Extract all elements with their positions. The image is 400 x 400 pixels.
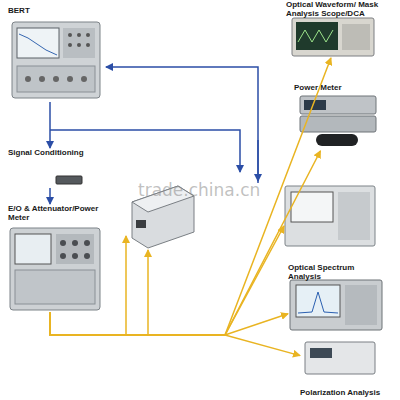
instrument-label: Power Meter <box>294 83 382 92</box>
osa-instrument <box>290 280 382 330</box>
instrument-label: Signal Conditioning <box>8 148 88 157</box>
keypad <box>63 28 95 58</box>
optical-wire <box>125 236 127 335</box>
watermark: trade.china.cn <box>138 180 260 200</box>
eo-instrument <box>10 228 100 310</box>
polarization-instrument <box>305 342 375 374</box>
optical-connector <box>50 58 331 335</box>
instrument-node: E/O & Attenuator/Power Meter <box>8 204 104 312</box>
signal-connector <box>49 188 51 204</box>
front-panel <box>15 270 95 304</box>
test-instrument <box>285 186 375 246</box>
instrument-node: Polarization Analysis <box>300 339 390 397</box>
connector <box>72 253 78 259</box>
instrument-node: Optical Spectrum Analysis <box>288 263 384 332</box>
connector <box>25 76 31 82</box>
optical-connector <box>50 312 300 356</box>
instrument-label: E/O & Attenuator/Power Meter <box>8 204 104 222</box>
instrument-screen <box>17 28 59 58</box>
instrument-label: BERT <box>8 6 104 15</box>
optical-connector <box>50 151 320 335</box>
instrument-node: Power Meter <box>294 83 382 151</box>
instrument-screen <box>296 285 340 317</box>
optical-wire <box>225 226 284 335</box>
bert-instrument <box>12 22 100 98</box>
power-meter-unit <box>300 96 376 114</box>
instrument-node: Signal Conditioning <box>8 148 88 188</box>
connector <box>81 76 87 82</box>
instrument-node: BERT <box>8 6 104 102</box>
module-bay <box>56 234 94 264</box>
power-meter-unit <box>300 116 376 132</box>
connector <box>39 76 45 82</box>
instrument-label: Optical Waveform/ Mask Analysis Scope/DC… <box>286 0 398 18</box>
spectrum-trace <box>298 292 338 313</box>
screen-trace <box>19 34 57 55</box>
scope-screen <box>296 22 338 50</box>
front-panel <box>17 66 95 92</box>
connector <box>84 240 90 246</box>
eye-trace <box>298 30 333 42</box>
knob <box>68 43 72 47</box>
connector <box>84 253 90 259</box>
keypad <box>338 192 370 240</box>
meter-display <box>310 348 332 358</box>
optical-wire <box>147 250 149 335</box>
instrument-node: Optical Waveform/ Mask Analysis Scope/DC… <box>286 0 398 58</box>
meter-display <box>304 100 326 110</box>
instrument-label: Optical Spectrum Analysis <box>288 263 384 281</box>
signal-connector <box>49 102 51 148</box>
connector <box>60 253 66 259</box>
signal-wire <box>257 140 259 181</box>
knob <box>77 33 81 37</box>
signal-conditioner <box>56 176 82 184</box>
optical-connector <box>50 312 288 335</box>
knob <box>68 33 72 37</box>
connector <box>67 76 73 82</box>
connector <box>53 76 59 82</box>
instrument-screen <box>291 192 333 222</box>
keypad <box>345 285 377 325</box>
connector <box>60 240 66 246</box>
knob <box>86 43 90 47</box>
instrument-label: Polarization Analysis <box>300 388 390 397</box>
connector <box>72 240 78 246</box>
knob <box>86 33 90 37</box>
scope-instrument <box>292 18 374 56</box>
signal-wire <box>106 67 258 183</box>
optical-port <box>136 220 146 228</box>
power-sensor <box>316 134 358 146</box>
instrument-screen <box>15 234 51 264</box>
knob <box>77 43 81 47</box>
keypad <box>342 24 370 50</box>
